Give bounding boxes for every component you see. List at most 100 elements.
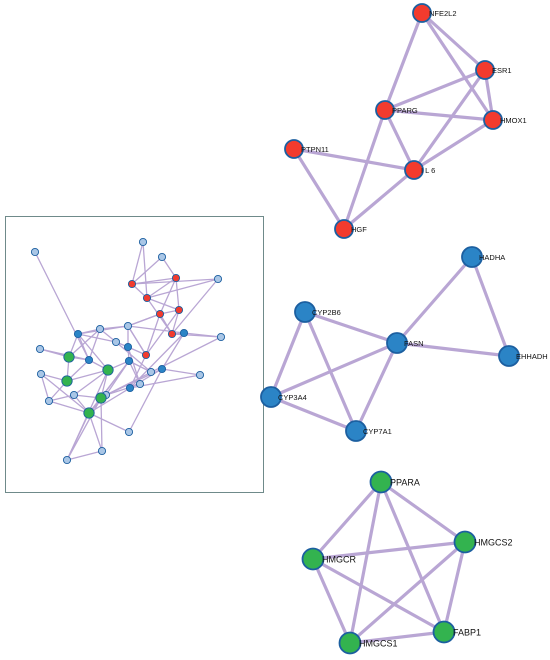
network-node-pparg: [375, 100, 395, 120]
overview-node: [216, 332, 226, 342]
network-edge: [311, 540, 467, 561]
overview-edge: [88, 387, 131, 414]
network-edge: [379, 480, 467, 544]
overview-edge: [40, 373, 50, 402]
overview-node: [124, 427, 134, 437]
overview-node: [111, 337, 121, 347]
overview-edge: [99, 325, 129, 330]
overview-edge: [77, 333, 117, 343]
overview-edge: [161, 368, 201, 376]
overview-node: [125, 383, 135, 393]
overview-node: [155, 309, 165, 319]
node-label-cyp2b6: CYP2B6: [312, 308, 341, 317]
overview-node: [123, 342, 133, 352]
overview-edge: [105, 383, 141, 396]
overview-edge: [88, 328, 101, 361]
node-label-hmgcr: HMGCR: [322, 555, 356, 565]
network-edge: [354, 341, 399, 433]
overview-edge: [48, 400, 90, 414]
network-node-hmgcs2: [453, 530, 477, 554]
network-node-ptpn11: [284, 139, 304, 159]
overview-edge: [171, 278, 219, 335]
node-label-pparg: PPARG: [392, 106, 418, 115]
network-node-ehhadh: [498, 345, 520, 367]
network-node-hmox1: [483, 110, 503, 130]
network-node-il6: [404, 160, 424, 180]
network-edge: [412, 68, 487, 172]
network-edge: [420, 11, 487, 72]
network-edge: [383, 11, 424, 112]
node-label-hmox1: HMOX1: [500, 116, 527, 125]
overview-node: [62, 455, 72, 465]
overview-edge: [66, 397, 102, 461]
overview-edge: [77, 333, 109, 371]
overview-node: [127, 279, 137, 289]
overview-edge: [115, 341, 152, 373]
overview-edge: [146, 297, 180, 311]
overview-nodes: [30, 237, 226, 465]
network-edge: [383, 68, 487, 112]
network-node-cyp2b6: [294, 301, 316, 323]
overview-node: [95, 324, 105, 334]
overview-edge: [68, 328, 101, 358]
overview-edge: [171, 309, 180, 335]
network-edge: [269, 310, 307, 399]
overview-edge: [145, 309, 180, 356]
overview-node: [30, 247, 40, 257]
overview-node: [102, 364, 114, 376]
overview-edge: [145, 313, 161, 356]
overview-edge: [73, 369, 109, 396]
overview-node: [138, 237, 148, 247]
overview-node: [135, 379, 145, 389]
network-node-hmgcr: [301, 547, 325, 571]
overview-node: [36, 369, 46, 379]
overview-node: [174, 305, 184, 315]
node-label-ppara: PPARA: [390, 478, 420, 488]
overview-node: [73, 329, 83, 339]
node-label-cyp3a4: CYP3A4: [278, 393, 307, 402]
overview-node: [157, 364, 167, 374]
node-label-fabp1: FABP1: [453, 628, 481, 638]
network-node-nfe2l2: [412, 3, 432, 23]
node-label-esr1: ESR1: [492, 66, 512, 75]
network-node-cyp3a4: [260, 386, 282, 408]
overview-edge: [66, 412, 90, 461]
network-node-hadha: [461, 246, 483, 268]
overview-edge: [127, 313, 161, 327]
overview-edge: [175, 277, 180, 311]
network-edge: [269, 395, 358, 433]
node-label-il6: I L 6: [421, 166, 435, 175]
network-edge: [379, 480, 446, 634]
overview-node: [35, 344, 45, 354]
network-edge: [292, 147, 416, 172]
node-label-nfe2l2: NFE2L2: [429, 9, 457, 18]
node-label-cyp7a1: CYP7A1: [363, 427, 392, 436]
overview-edge: [127, 346, 141, 385]
overview-node: [83, 407, 95, 419]
network-node-fabp1: [432, 620, 456, 644]
network-edge: [311, 480, 383, 561]
node-label-fasn: FASN: [404, 339, 424, 348]
overview-node: [61, 375, 73, 387]
network-edge: [342, 168, 416, 231]
network-node-fasn: [386, 332, 408, 354]
overview-edge: [146, 277, 177, 299]
network-edge: [412, 118, 495, 172]
overview-edge: [34, 251, 90, 361]
network-edge: [269, 341, 399, 399]
overview-node: [142, 293, 152, 303]
network-edge: [395, 255, 474, 345]
overview-edge: [48, 394, 75, 402]
overview-node: [179, 328, 189, 338]
overview-node: [63, 351, 75, 363]
overview-node: [146, 367, 156, 377]
network-edge: [348, 630, 446, 645]
overview-node: [157, 252, 167, 262]
overview-edge: [131, 256, 163, 285]
overview-node: [167, 329, 177, 339]
overview-edge: [88, 412, 130, 433]
network-node-esr1: [475, 60, 495, 80]
overview-edge: [100, 397, 103, 452]
